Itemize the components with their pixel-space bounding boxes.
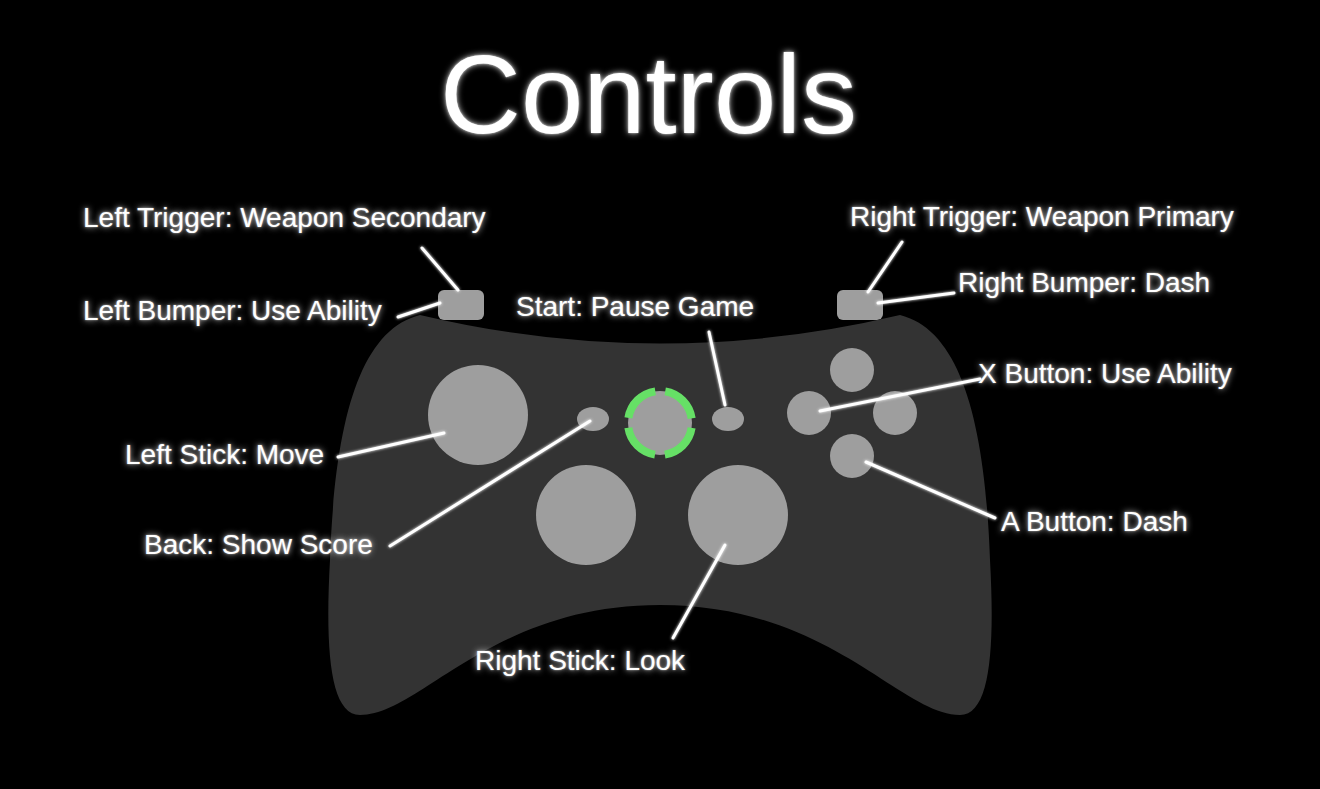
leader-line (878, 293, 954, 303)
leader-line (866, 462, 995, 518)
control-label: Left Stick: Move (125, 438, 324, 472)
left-bumper (438, 290, 484, 320)
right-stick (688, 465, 788, 565)
leader-line (390, 421, 590, 546)
leader-lines (338, 242, 995, 638)
control-label: Right Stick: Look (475, 644, 685, 678)
leader-line (338, 433, 444, 457)
a-button (830, 434, 874, 478)
y-button (830, 348, 874, 392)
leader-line (820, 379, 980, 411)
control-label: Right Bumper: Dash (958, 266, 1210, 300)
left-stick (428, 365, 528, 465)
dpad (536, 465, 636, 565)
leader-line (398, 303, 440, 317)
control-label: X Button: Use Ability (978, 357, 1232, 391)
controller-body (328, 315, 991, 715)
x-button (787, 391, 831, 435)
start-button (712, 407, 744, 431)
control-label: Start: Pause Game (516, 290, 754, 324)
guide-button (628, 391, 692, 455)
control-label: A Button: Dash (1001, 505, 1188, 539)
leader-line (868, 242, 902, 292)
leader-line (709, 332, 725, 405)
control-label: Right Trigger: Weapon Primary (850, 200, 1234, 234)
leader-line (422, 248, 458, 290)
control-label: Left Bumper: Use Ability (83, 294, 382, 328)
guide-ring (628, 391, 692, 455)
right-bumper (837, 290, 883, 320)
page-title: Controls (440, 39, 857, 151)
control-label: Left Trigger: Weapon Secondary (83, 201, 486, 235)
control-label: Back: Show Score (144, 528, 373, 562)
leader-line (673, 545, 725, 638)
